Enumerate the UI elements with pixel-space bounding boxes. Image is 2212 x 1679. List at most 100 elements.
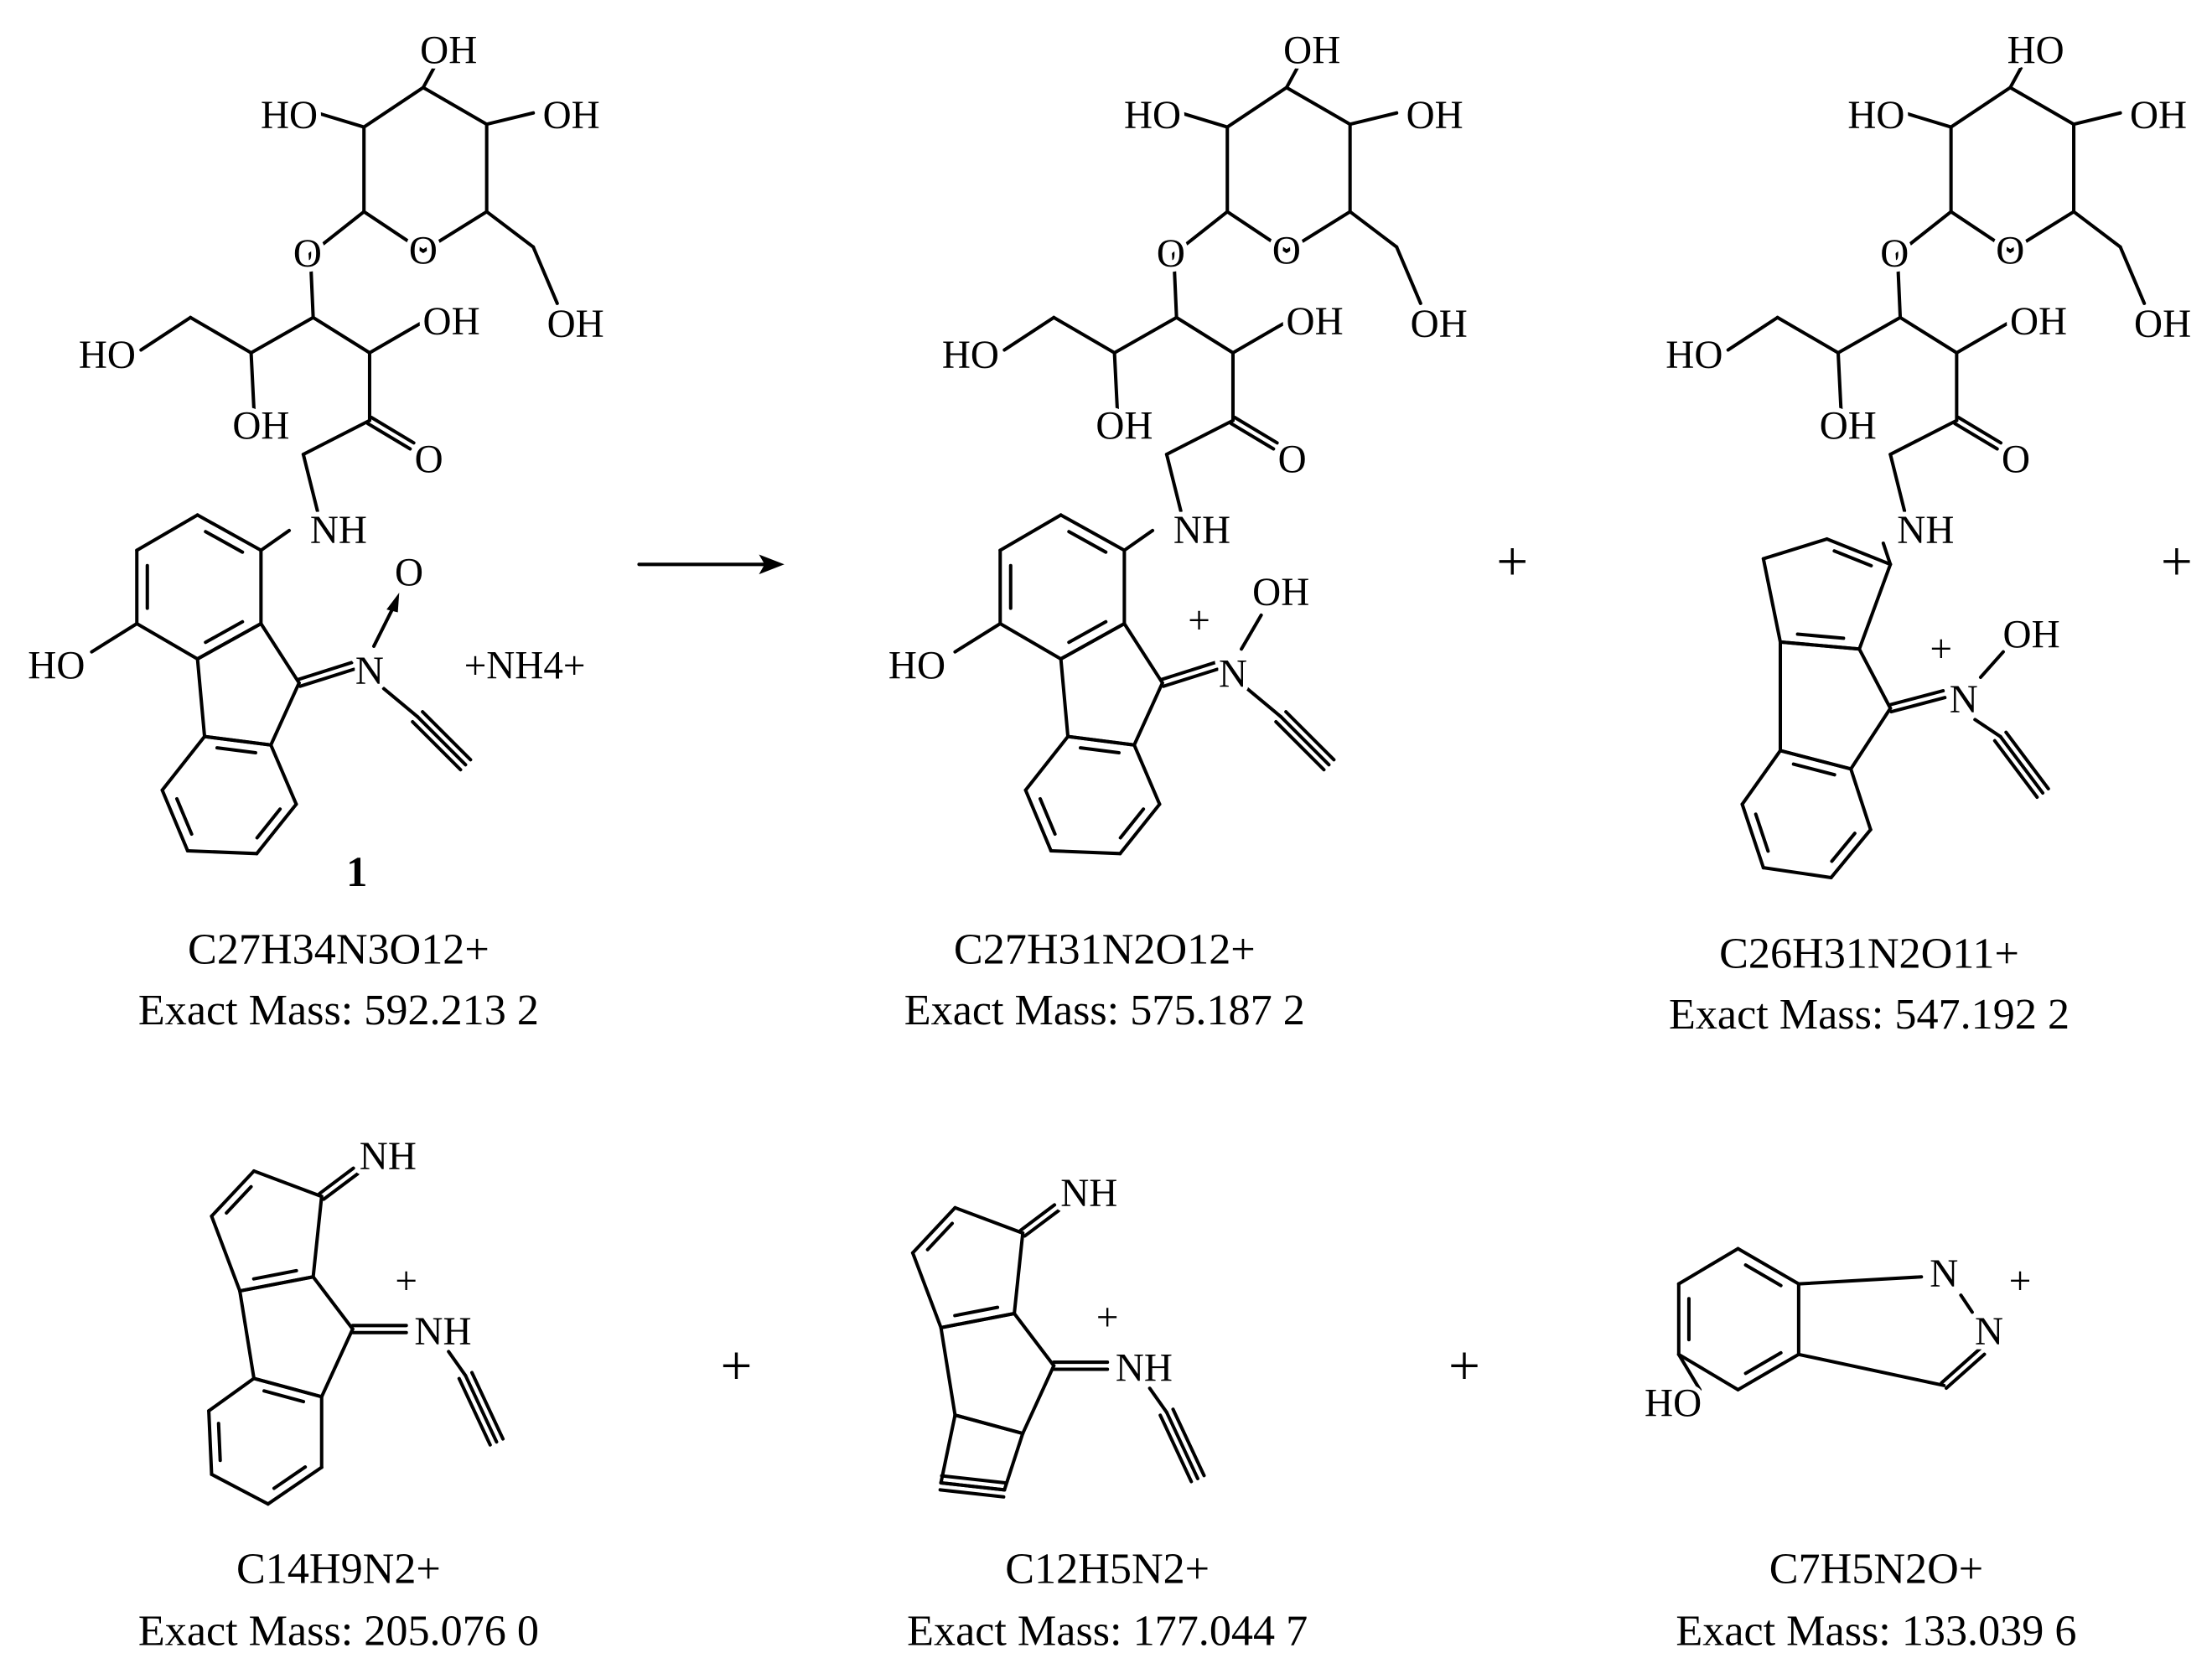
bond [269, 743, 298, 806]
bond [1761, 866, 1833, 879]
bond [381, 687, 420, 719]
bond [269, 681, 301, 747]
atom-label-oh: OH [232, 404, 289, 448]
bond [1172, 252, 1179, 319]
bond [1225, 210, 1288, 253]
bond [2008, 54, 2029, 90]
bond [1164, 453, 1183, 513]
bond [1052, 315, 1116, 355]
atom-label-n: N [1950, 678, 1978, 722]
atom-label-o: O [1272, 230, 1301, 273]
bond [204, 619, 245, 645]
bond [1889, 696, 1947, 714]
bond [1158, 1413, 1194, 1484]
plus-sign: + [721, 1334, 753, 1397]
exact-mass: Exact Mass: 177.044 7 [907, 1608, 1308, 1656]
dative-arrowhead [386, 592, 400, 613]
bond [1147, 1386, 1168, 1414]
molecular-formula: C26H31N2O11+ [1719, 930, 2019, 978]
bond [1118, 802, 1162, 856]
atom-label-oh: OH [1096, 404, 1153, 448]
atom-label-oh: OH [1287, 300, 1344, 344]
charge-plus: + [395, 1259, 417, 1303]
bond [1955, 319, 2013, 355]
bond [1829, 827, 1873, 879]
bond [1230, 319, 1288, 355]
bond [1112, 350, 1119, 412]
bond [370, 416, 416, 445]
bond [1078, 746, 1121, 754]
bond [1849, 706, 1893, 771]
bond [457, 1376, 492, 1447]
bond [1743, 1350, 1783, 1376]
bond [416, 715, 468, 767]
bond [1174, 315, 1235, 355]
bond [1067, 619, 1108, 645]
atom-label-o: O [395, 551, 423, 594]
atom-label-ho: HO [888, 644, 945, 687]
atom-label-o: O [1157, 232, 1185, 276]
bond [1978, 650, 2005, 679]
bond [1857, 647, 1893, 710]
atom-label-nh: NH [360, 1135, 417, 1179]
bond [308, 210, 366, 257]
bond [1888, 689, 1945, 707]
bond [953, 621, 1002, 654]
atom-label-ho: HO [28, 644, 85, 687]
bond [2072, 210, 2122, 249]
bond [1162, 667, 1220, 688]
bond [1895, 210, 1953, 257]
bond [207, 1409, 214, 1476]
bond [322, 1172, 360, 1201]
atom-label-oh: OH [2003, 613, 2060, 656]
bond [1039, 796, 1057, 837]
bond [938, 1488, 1006, 1499]
bond [1903, 111, 1953, 129]
bond [1018, 1203, 1057, 1232]
atom-label-nh: NH [1173, 509, 1230, 552]
bond [301, 453, 319, 513]
molecular-formula: C27H31N2O12+ [954, 926, 1256, 974]
bond [362, 86, 425, 129]
bond [1944, 1352, 1987, 1390]
bond [1832, 549, 1873, 567]
bond [1796, 1275, 1924, 1286]
bond [421, 210, 489, 253]
ammonium-label: +NH4+ [464, 644, 586, 687]
bond [319, 1327, 355, 1399]
bond [1132, 743, 1162, 806]
bond [1676, 1352, 1740, 1391]
bond [1067, 530, 1108, 554]
bond [311, 315, 371, 355]
atom-label-o: O [1278, 438, 1307, 482]
plus-sign: + [2161, 530, 2193, 593]
bond [1164, 418, 1235, 457]
bond [1395, 245, 1422, 305]
charge-plus: + [1930, 627, 1953, 671]
bond [1229, 422, 1276, 451]
bond [135, 513, 199, 552]
bond [1159, 661, 1217, 681]
atom-label-ho: HO [2007, 29, 2064, 73]
bond [484, 210, 536, 249]
bond [1284, 54, 1306, 90]
bond [255, 807, 282, 840]
bond [371, 602, 397, 648]
bond [272, 1465, 308, 1490]
bond [195, 657, 207, 738]
bond [421, 86, 489, 127]
bond [195, 513, 263, 552]
molecular-formula: C7H5N2O+ [1769, 1545, 1983, 1593]
bonds-layer [90, 54, 2147, 1506]
bond [2004, 730, 2050, 790]
bond [910, 1205, 957, 1255]
bond [998, 513, 1063, 552]
bond [185, 848, 259, 856]
atom-label-n: N [1219, 653, 1247, 697]
bond [1233, 416, 1279, 445]
bond [421, 54, 443, 90]
bond [1118, 807, 1146, 840]
bond [1013, 1311, 1056, 1368]
bond [315, 111, 366, 129]
